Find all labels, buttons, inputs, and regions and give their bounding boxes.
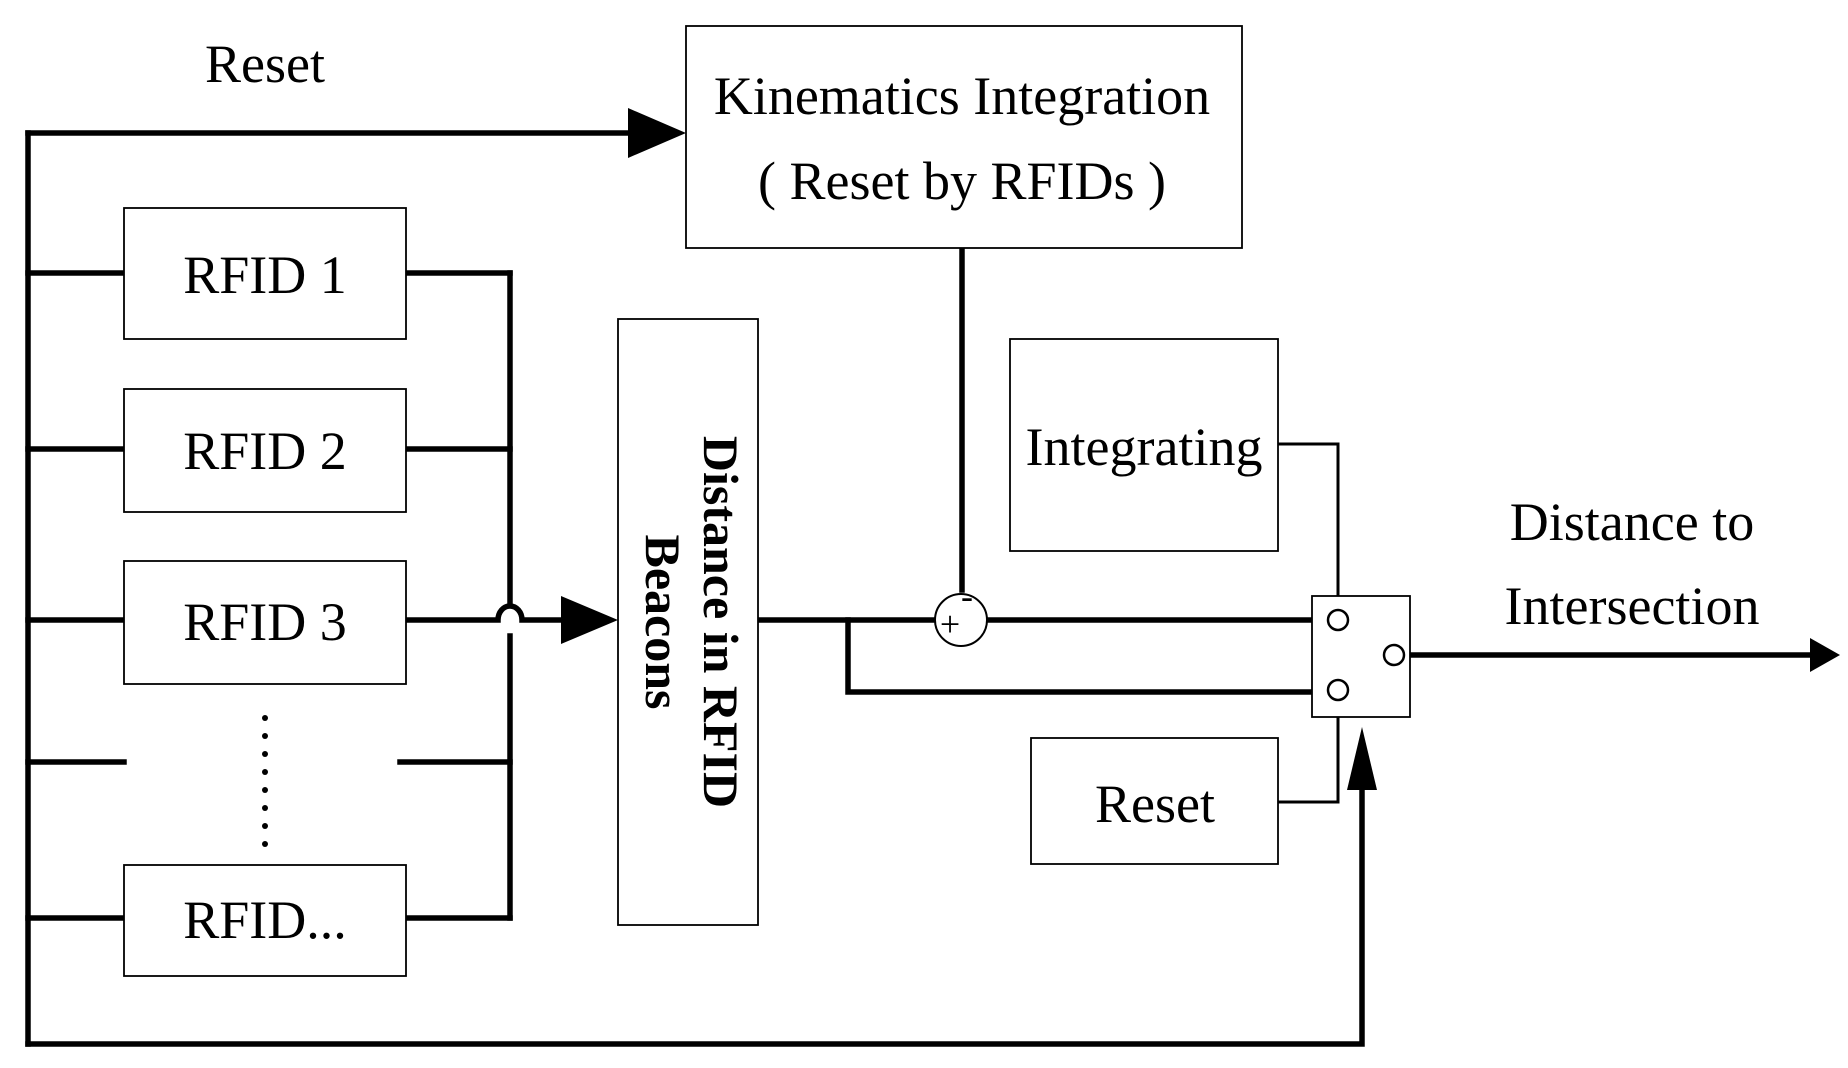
rfid-last-label: RFID... bbox=[183, 890, 347, 950]
summing-minus-sign: - bbox=[961, 576, 973, 616]
reset-arrowhead bbox=[628, 108, 686, 158]
arrowheads bbox=[561, 108, 1840, 790]
blocks bbox=[123, 25, 1411, 977]
rfid2-label: RFID 2 bbox=[183, 421, 347, 481]
output-arrowhead bbox=[1810, 638, 1840, 672]
rfid-ellipsis-icon bbox=[262, 715, 268, 847]
rfid2-box bbox=[123, 388, 407, 513]
switch-control-arrowhead bbox=[1347, 727, 1377, 790]
summing-junction bbox=[934, 593, 988, 647]
reset-box-label: Reset bbox=[1095, 774, 1215, 834]
integrating-label: Integrating bbox=[1026, 417, 1263, 477]
rfid1-label: RFID 1 bbox=[183, 245, 347, 305]
beacons-label: Distance in RFID Beacons bbox=[635, 436, 749, 808]
output-label-line1: Distance to bbox=[1510, 492, 1754, 552]
switch-contact-integrating bbox=[1326, 608, 1350, 632]
output-label-line2: Intersection bbox=[1505, 576, 1760, 636]
rfid3-label: RFID 3 bbox=[183, 592, 347, 652]
beacons-box bbox=[617, 318, 759, 926]
beacons-label-line2: Beacons bbox=[635, 535, 691, 710]
rfid1-box bbox=[123, 207, 407, 340]
connection-lines bbox=[25, 130, 1817, 1047]
bypass-wire bbox=[845, 617, 1325, 695]
switch-contacts bbox=[1326, 608, 1406, 702]
kinematics-title-line1: Kinematics Integration bbox=[714, 66, 1210, 126]
beacons-input-arrowhead bbox=[561, 596, 618, 644]
kinematics-title-line2: ( Reset by RFIDs ) bbox=[758, 151, 1166, 211]
integrating-box bbox=[1009, 338, 1279, 552]
integrating-to-switch-wire bbox=[1278, 442, 1340, 607]
switch-contact-reset bbox=[1326, 678, 1350, 702]
reset-to-switch-wire bbox=[1278, 704, 1340, 804]
rfid-last-box bbox=[123, 864, 407, 977]
reset-feedback-bottom-line bbox=[25, 782, 1365, 1047]
kinematics-box bbox=[685, 25, 1243, 249]
reset-top-label: Reset bbox=[205, 34, 325, 94]
beacons-label-line1: Distance in RFID bbox=[693, 436, 749, 808]
reset-box bbox=[1030, 737, 1279, 865]
summing-plus-sign: + bbox=[940, 604, 960, 644]
rfid3-box bbox=[123, 560, 407, 685]
switch-contact-output bbox=[1382, 643, 1406, 667]
rfid3-hop-wire bbox=[401, 603, 568, 623]
